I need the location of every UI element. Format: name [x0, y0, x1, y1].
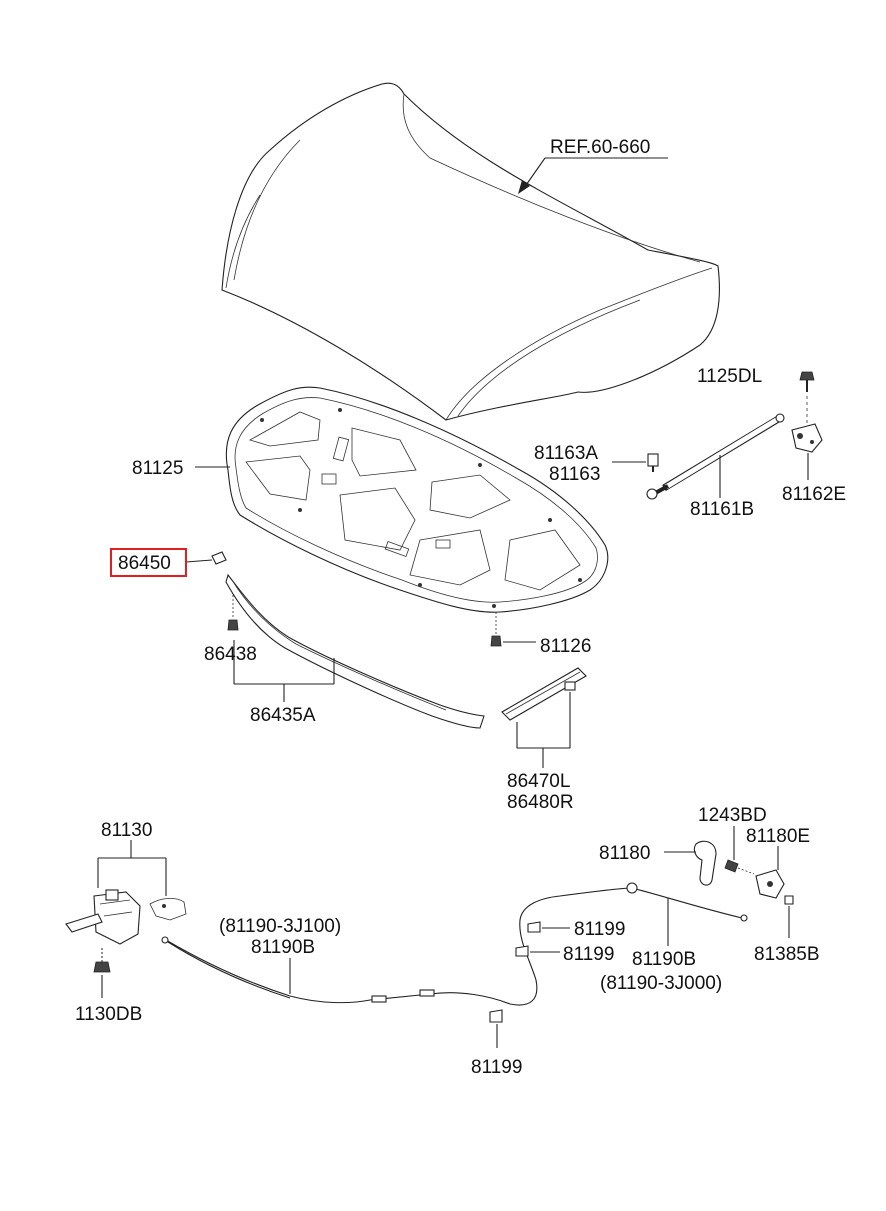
hood-inner-panel — [225, 386, 609, 613]
part-labels: REF.60-660 1125DL 81163A 81163 81125 811… — [75, 137, 846, 1078]
label-1125dl: 1125DL — [697, 366, 762, 387]
label-81163a: 81163A — [534, 443, 598, 464]
bumper-86450 — [211, 551, 227, 565]
label-81190-3j100: (81190-3J100) — [219, 916, 341, 937]
label-81190b-right: 81190B — [632, 949, 696, 970]
label-81199-c: 81199 — [471, 1057, 522, 1078]
clip-81385b — [784, 895, 794, 905]
hood-panel — [221, 82, 720, 421]
hood-latch-81130 — [65, 889, 187, 945]
label-1130db: 1130DB — [75, 1004, 142, 1025]
label-81190-3j000: (81190-3J000) — [600, 973, 722, 994]
label-81199-b: 81199 — [563, 944, 614, 965]
bolt-1130db — [93, 948, 111, 973]
handle-bracket-81180e — [755, 869, 785, 899]
label-81126: 81126 — [540, 636, 591, 657]
clip-81199-b — [515, 945, 529, 957]
label-81199-a: 81199 — [574, 919, 625, 940]
release-handle-81180 — [693, 840, 717, 886]
label-81163: 81163 — [549, 464, 600, 485]
label-81125: 81125 — [132, 458, 183, 479]
label-86438: 86438 — [204, 644, 257, 665]
label-81180e: 81180E — [746, 826, 810, 847]
label-81162e: 81162E — [782, 484, 846, 505]
clip-86438 — [227, 595, 239, 631]
strut-bracket-81162e — [791, 423, 823, 453]
label-81180: 81180 — [599, 843, 650, 864]
label-ref-60-660: REF.60-660 — [550, 137, 650, 158]
bolt-1125dl — [799, 371, 815, 392]
label-81190b-left: 81190B — [251, 937, 315, 958]
label-86470l: 86470L — [507, 771, 570, 792]
highlight-box-86450 — [110, 548, 187, 577]
label-86435a: 86435A — [250, 705, 316, 726]
seal-86470l — [501, 667, 587, 721]
label-86480r: 86480R — [507, 792, 574, 813]
weatherstrip-86435a — [225, 573, 485, 729]
label-1243bd: 1243BD — [698, 805, 767, 826]
clip-81126 — [490, 612, 502, 647]
clip-81199-a — [527, 921, 541, 933]
release-cable — [161, 882, 748, 1006]
label-81130: 81130 — [101, 820, 152, 841]
bolt-1243bd — [724, 859, 755, 875]
label-81161b: 81161B — [690, 499, 754, 520]
clip-81163 — [647, 453, 659, 472]
label-81385b: 81385B — [754, 944, 820, 965]
gas-strut — [646, 413, 785, 500]
label-86450: 86450 — [118, 553, 171, 574]
clip-81199-c — [489, 1009, 503, 1023]
ref-leader — [518, 157, 668, 194]
